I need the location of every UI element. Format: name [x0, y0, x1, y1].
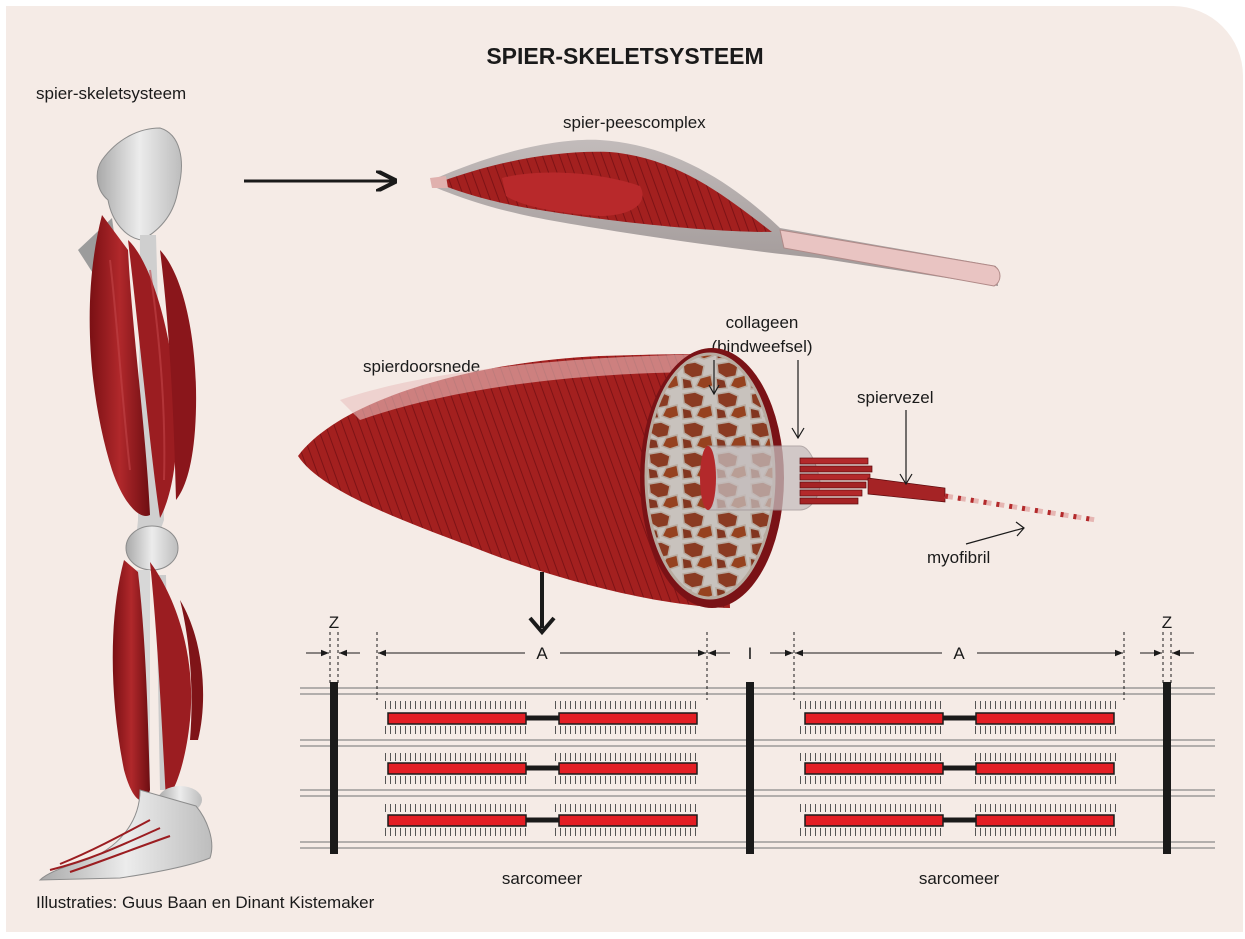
- cross-section-illustration: [298, 348, 1096, 608]
- sarcomere-caption-right: sarcomeer: [919, 869, 1000, 888]
- muscle-tendon-illustration: [430, 140, 1000, 286]
- label-fiber: spiervezel: [857, 388, 934, 407]
- a-label-left: A: [536, 644, 548, 663]
- page-title: SPIER-SKELETSYSTEEM: [486, 43, 763, 69]
- leg-illustration: [40, 128, 212, 880]
- label-musculoskeletal: spier-skeletsysteem: [36, 84, 186, 103]
- sarcomere-diagram: [300, 682, 1215, 854]
- figure-canvas: SPIER-SKELETSYSTEEM spier-skeletsysteem …: [6, 6, 1243, 932]
- z-label-left: Z: [329, 613, 339, 632]
- credit-text: Illustraties: Guus Baan en Dinant Kistem…: [36, 893, 375, 912]
- label-muscle-tendon: spier-peescomplex: [563, 113, 706, 132]
- z-disc-middle: [746, 682, 754, 854]
- i-label: I: [748, 644, 753, 663]
- z-disc-left: [330, 682, 338, 854]
- label-myofibril: myofibril: [927, 548, 990, 567]
- figure-panel: SPIER-SKELETSYSTEEM spier-skeletsysteem …: [6, 6, 1243, 932]
- a-label-right: A: [953, 644, 965, 663]
- z-disc-right: [1163, 682, 1171, 854]
- label-collagen-1: collageen: [726, 313, 799, 332]
- z-label-right: Z: [1162, 613, 1172, 632]
- sarcomere-caption-left: sarcomeer: [502, 869, 583, 888]
